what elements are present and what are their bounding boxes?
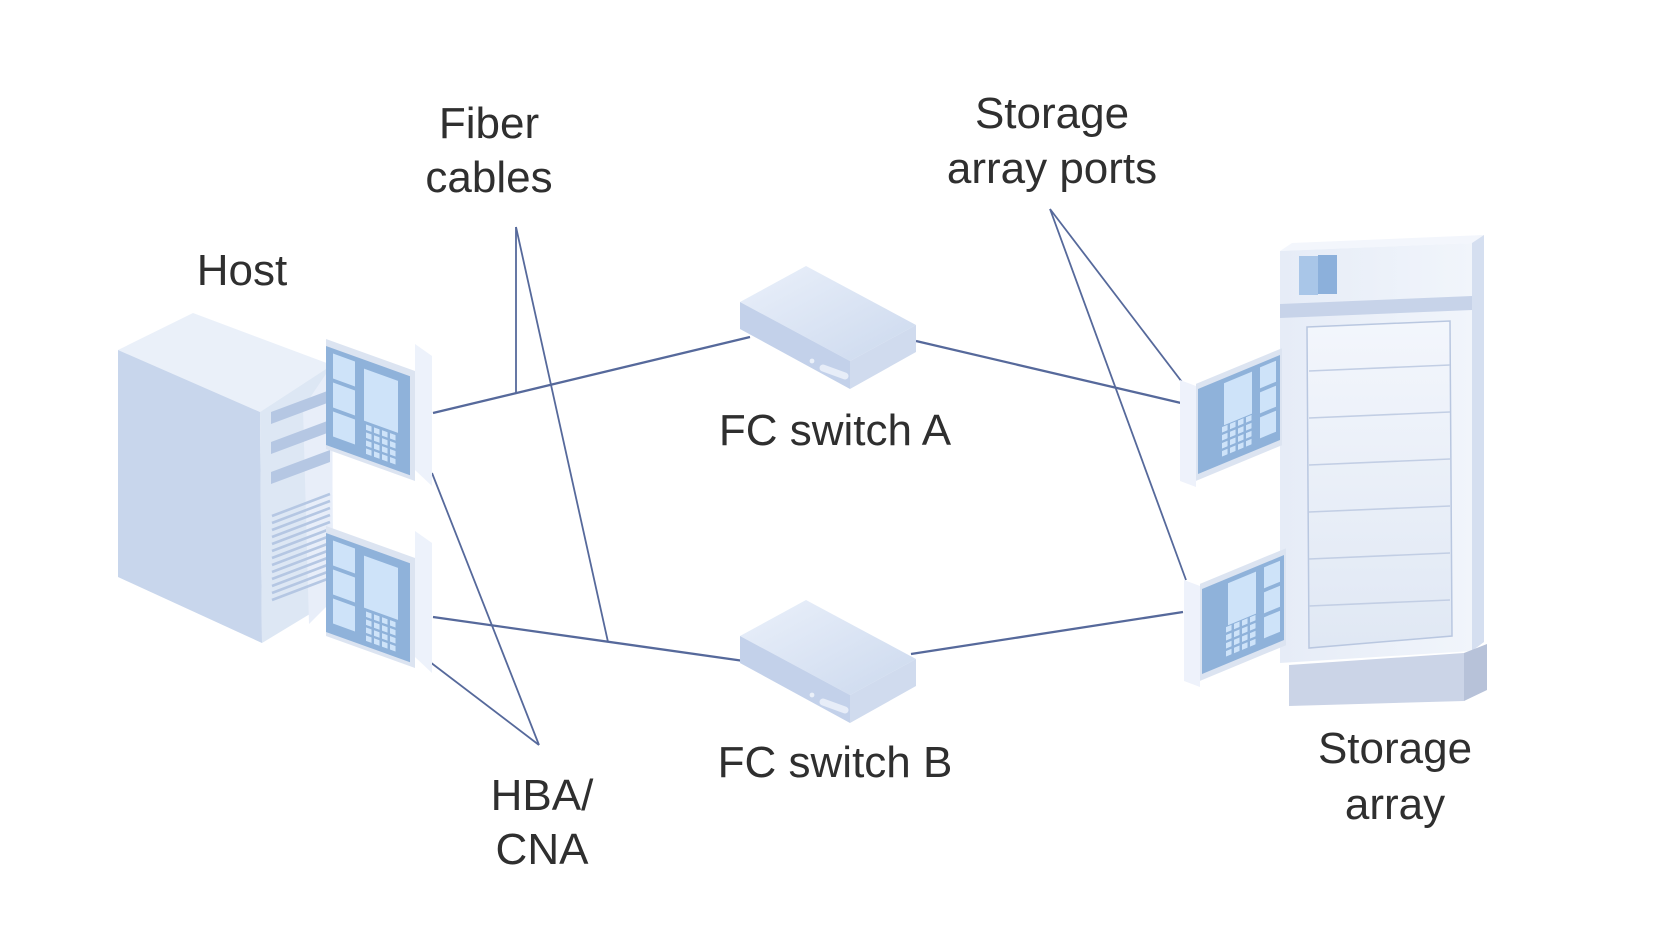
storage-array-label-line1: Storage: [1318, 724, 1472, 773]
hba-cna-2: [326, 526, 432, 673]
storage-array-cabinet: [1280, 235, 1487, 706]
cabinet-badge-right: [1318, 255, 1337, 294]
fc-switch-b: [740, 600, 916, 723]
hba-cna-pointer-1: [429, 661, 540, 746]
storage-array-ports-label-line1: Storage: [975, 89, 1129, 138]
cable-hba1-to-switch-a: [432, 335, 751, 415]
cable-switch-b-to-port2: [910, 610, 1184, 656]
storage-array-ports-label-line2: array ports: [947, 144, 1157, 193]
cabinet-base-side: [1464, 644, 1487, 701]
cable-switch-a-to-port1: [915, 339, 1182, 405]
cabinet-side-face: [1472, 235, 1484, 651]
cabinet-base: [1289, 653, 1464, 706]
cabinet-top-face: [1280, 235, 1484, 251]
hba-cna-label-line2: CNA: [496, 825, 590, 874]
hba-cna-label-line1: HBA/: [491, 771, 594, 820]
fc-switch-a-label: FC switch A: [719, 406, 952, 455]
hba-cna-1: [326, 339, 432, 486]
cabinet-drive-panel: [1306, 320, 1453, 649]
fc-switch-b-label: FC switch B: [718, 738, 953, 787]
callout-pointers-group: [429, 208, 1187, 746]
fiber-cables-label-line2: cables: [425, 153, 552, 202]
tower-front-face: [118, 350, 262, 643]
cable-hba2-to-switch-b: [432, 615, 745, 663]
storage-array-port-1: [1180, 348, 1282, 487]
host-tower: [118, 313, 333, 643]
cabinet-band: [1280, 296, 1472, 318]
storage-ports-pointer-1: [1049, 208, 1183, 383]
storage-array-label-line2: array: [1345, 780, 1445, 829]
tower-stripes: [271, 390, 330, 484]
fiber-cables-pointer-2: [515, 226, 609, 643]
host-label: Host: [197, 246, 287, 295]
hba-cna-pointer-2: [431, 472, 540, 746]
cabinet-drawer-lines: [1308, 364, 1451, 607]
fiber-cables-label-line1: Fiber: [439, 99, 539, 148]
tower-top-face: [118, 313, 332, 412]
labels-group: Host Fiber cables FC switch A FC switch …: [197, 89, 1472, 874]
cabinet-badge-left: [1299, 256, 1318, 295]
fiber-cables-group: [432, 335, 1184, 663]
storage-array-port-2: [1184, 548, 1286, 687]
storage-ports-pointer-2: [1049, 208, 1187, 581]
tower-vents: [271, 492, 331, 602]
fc-switch-a: [740, 266, 916, 389]
